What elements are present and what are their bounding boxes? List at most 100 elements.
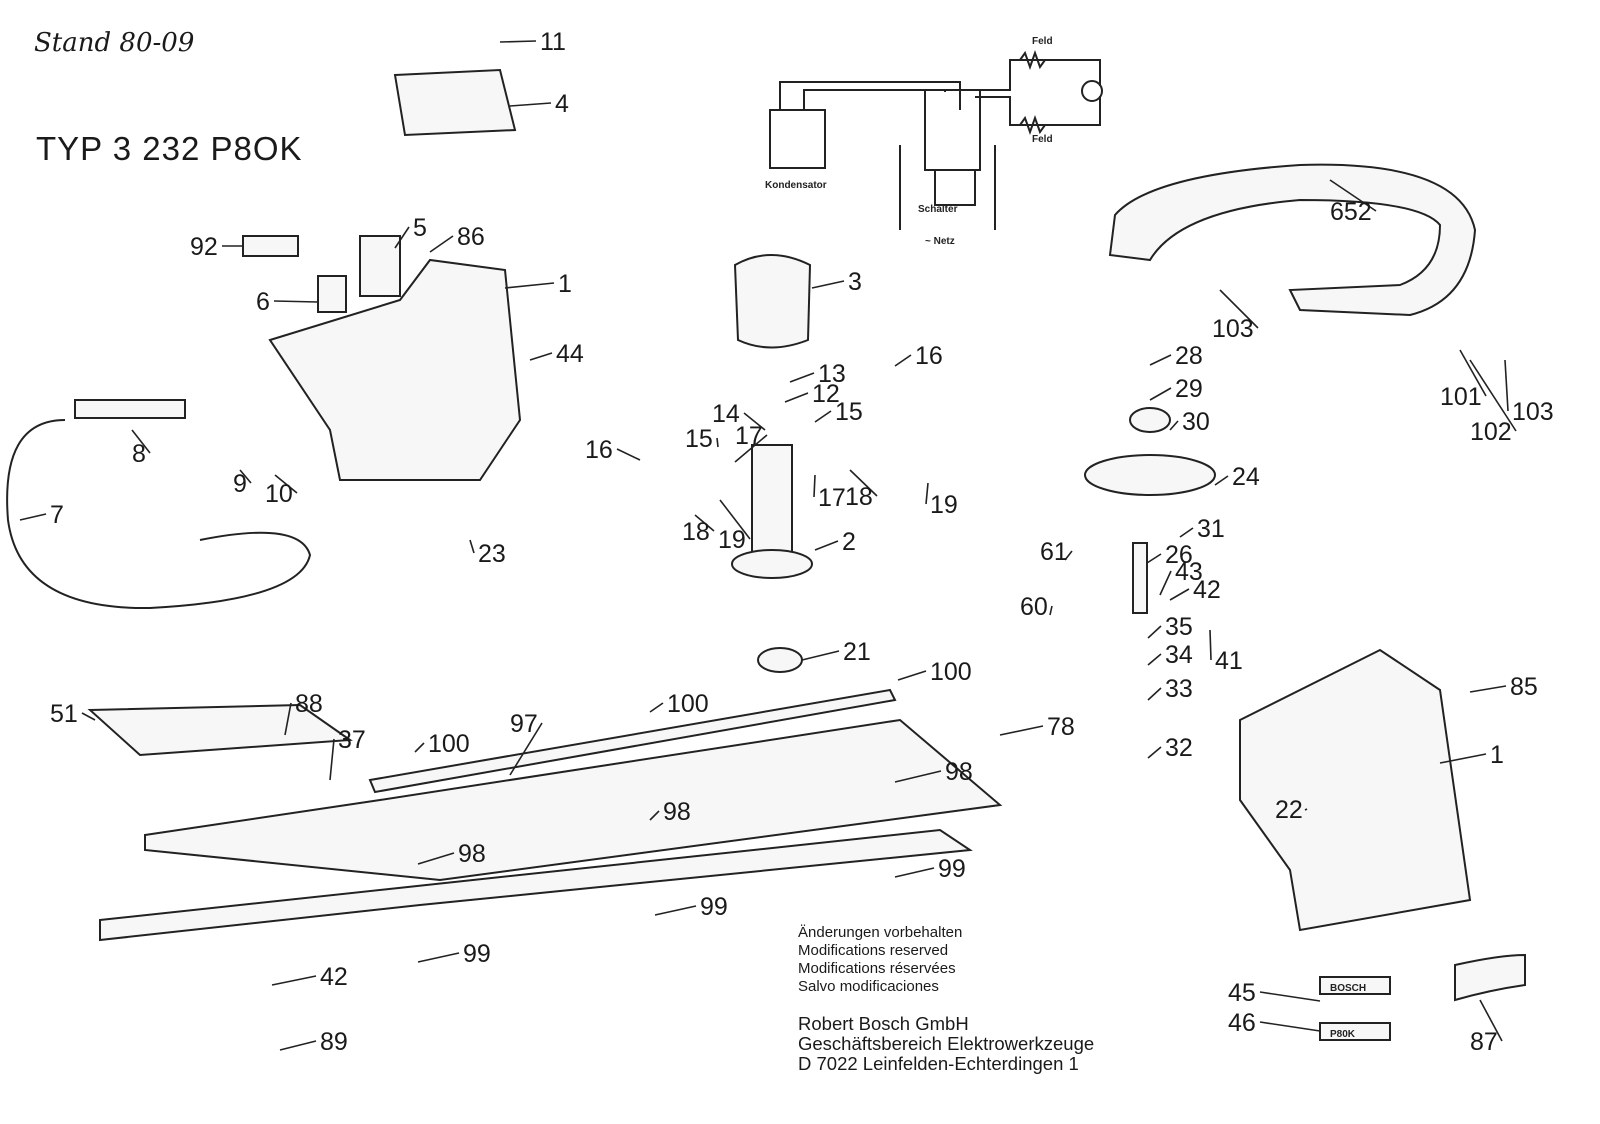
- company-address: D 7022 Leinfelden-Echterdingen 1: [798, 1053, 1079, 1074]
- leader-line: [429, 235, 454, 253]
- leader-line: [894, 867, 935, 878]
- leader-line: [131, 429, 151, 454]
- part-number-label: 32: [1165, 734, 1193, 762]
- leader-line: [417, 852, 455, 865]
- leader-line: [271, 975, 317, 986]
- wiring-schematic: Feld Feld Kondensator Schalter ~ Netz: [765, 36, 1103, 247]
- leader-line: [801, 650, 840, 661]
- leader-line: [394, 226, 410, 249]
- part-number-label: 3: [848, 268, 862, 296]
- note-line: Modifications reserved: [798, 942, 949, 959]
- part-number-label: 99: [700, 893, 728, 921]
- nameplate-model: [1319, 1022, 1391, 1041]
- leader-line: [1147, 687, 1162, 701]
- leader-line: [1159, 570, 1172, 596]
- filter-part-92: [242, 235, 299, 257]
- leader-line: [1169, 588, 1190, 601]
- leader-line: [279, 1040, 317, 1051]
- leader-line: [1064, 550, 1073, 561]
- leader-line: [925, 482, 929, 505]
- part-number-label: 4: [555, 90, 569, 118]
- leader-line: [1504, 359, 1509, 412]
- blade-lower-part-78: [99, 828, 973, 942]
- part-number-label: 19: [718, 526, 746, 554]
- leader-line: [719, 499, 751, 540]
- leader-line: [1469, 685, 1507, 693]
- leader-line: [1049, 605, 1053, 616]
- bearing-part-30: [1129, 407, 1171, 433]
- leader-line: [19, 513, 47, 521]
- part-number-label: 99: [938, 855, 966, 883]
- label-part-87: [1454, 953, 1526, 1002]
- part-number-label: 8: [132, 440, 146, 468]
- part-number-label: 652: [1330, 198, 1372, 226]
- part-number-label: 88: [295, 690, 323, 718]
- part-number-label: 29: [1175, 375, 1203, 403]
- leader-line: [784, 392, 809, 403]
- capacitor-part-6: [317, 275, 347, 313]
- part-number-label: 103: [1512, 398, 1554, 426]
- part-number-label: 100: [428, 730, 470, 758]
- leader-line: [509, 722, 543, 776]
- leader-line: [1147, 746, 1162, 759]
- switch-part-5: [359, 235, 401, 297]
- part-number-label: 18: [682, 518, 710, 546]
- part-number-label: 85: [1510, 673, 1538, 701]
- nameplate-model-text: P80K: [1330, 1029, 1356, 1040]
- leader-line: [649, 702, 664, 713]
- cable-part-7: [6, 419, 312, 610]
- part-number-label: 15: [835, 398, 863, 426]
- leader-line: [894, 354, 912, 367]
- part-number-label: 100: [667, 690, 709, 718]
- part-number-label: 87: [1470, 1028, 1498, 1056]
- gear-part-24: [1084, 454, 1216, 496]
- part-number-label: 103: [1212, 315, 1254, 343]
- part-number-label: 86: [457, 223, 485, 251]
- company-division: Geschäftsbereich Elektrowerkzeuge: [798, 1033, 1095, 1054]
- leader-line: [1149, 354, 1172, 366]
- capacitor-symbol: [769, 109, 826, 169]
- leader-line: [1259, 991, 1321, 1002]
- leader-line: [849, 469, 878, 497]
- leader-line: [414, 742, 425, 753]
- shaft-part-26: [1132, 542, 1148, 614]
- part-number-label: 9: [233, 470, 247, 498]
- capacitor-label: Kondensator: [765, 180, 827, 191]
- part-number-label: 28: [1175, 342, 1203, 370]
- leader-line: [1459, 349, 1487, 397]
- leader-line: [1469, 359, 1517, 432]
- leader-line: [1179, 527, 1194, 538]
- part-number-label: 51: [50, 700, 78, 728]
- field-label-bottom: Feld: [1032, 134, 1053, 145]
- part-number-label: 23: [478, 540, 506, 568]
- switch-label: Schalter: [918, 204, 958, 215]
- part-number-label: 98: [945, 758, 973, 786]
- company-name: Robert Bosch GmbH: [798, 1013, 969, 1034]
- leader-line: [1149, 387, 1172, 401]
- leader-line: [811, 280, 845, 289]
- part-number-label: 92: [190, 233, 218, 261]
- part-number-label: 5: [413, 214, 427, 242]
- part-number-label: 89: [320, 1028, 348, 1056]
- leader-line: [1147, 625, 1162, 639]
- part-number-label: 16: [585, 436, 613, 464]
- leader-line: [1439, 753, 1487, 764]
- bearing-part-21: [757, 647, 803, 673]
- part-number-label: 101: [1440, 383, 1482, 411]
- leader-line: [814, 410, 832, 423]
- leader-line: [1146, 553, 1162, 564]
- part-number-label: 97: [510, 710, 538, 738]
- leader-line: [654, 905, 697, 916]
- part-number-label: 42: [320, 963, 348, 991]
- leader-line: [529, 352, 553, 361]
- nameplate-bosch: [1319, 976, 1391, 995]
- leader-line: [789, 372, 815, 383]
- cable-sleeve-part-8: [74, 399, 186, 419]
- part-number-label: 17: [818, 484, 846, 512]
- note-line: Salvo modificaciones: [798, 978, 939, 995]
- leader-line: [743, 412, 766, 431]
- leader-line: [1219, 289, 1259, 329]
- leader-line: [649, 810, 660, 821]
